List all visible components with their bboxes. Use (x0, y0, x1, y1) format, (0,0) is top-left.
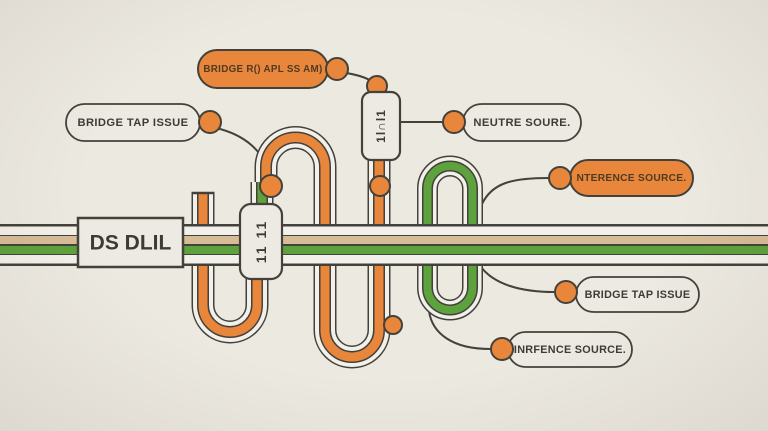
dot-bridge-r (325, 57, 349, 81)
orange-arch (254, 126, 337, 235)
orange-u-loop-2 (313, 158, 391, 369)
dot-nterence (548, 166, 572, 190)
pill-bridge-tap-top: BRIDGE TAP ISSUE (65, 103, 201, 142)
pill-neutre-label: NEUTRE SOURE. (473, 117, 570, 129)
splice-component: 11 11 (238, 202, 284, 281)
dot-filter-leg (369, 175, 391, 197)
orange-u-loop-1 (191, 191, 269, 344)
filter-component: 1l∩l1 (360, 90, 402, 162)
dot-bridge-tap-top (198, 110, 222, 134)
pill-bridge-r-label: BRIDGE R() APL SS AM) (203, 64, 322, 75)
dot-u-loop-2 (383, 315, 403, 335)
wire-inrfence (428, 310, 491, 350)
pill-bridge-tap-top-label: BRIDGE TAP ISSUE (77, 117, 188, 129)
ds-box-label: DS DLIL (90, 232, 172, 255)
dot-inrfence (490, 337, 514, 361)
dot-arch-leg (259, 174, 283, 198)
dot-neutre (442, 110, 466, 134)
wire-bridge-tap-bottom (480, 266, 555, 293)
ds-box: DS DLIL (76, 216, 185, 269)
cable-components: DS DLIL 11 11 1l∩l1 (76, 90, 402, 281)
cable-green-stripe (0, 245, 768, 255)
splice-ticks-label: 11 11 (253, 220, 269, 264)
wire-nterence (481, 177, 549, 205)
junction-dots (198, 57, 578, 361)
pill-inrfence-label: INRFENCE SOURCE. (514, 344, 626, 356)
pill-inrfence: INRFENCE SOURCE. (507, 331, 633, 368)
pill-bridge-r: BRIDGE R() APL SS AM) (197, 49, 329, 89)
pill-bridge-tap-bottom-label: BRIDGE TAP ISSUE (585, 289, 691, 301)
label-pills: BRIDGE TAP ISSUE BRIDGE R() APL SS AM) N… (65, 49, 700, 368)
dot-bridge-tap-bottom (554, 280, 578, 304)
pill-nterence: NTERENCE SOURCE. (569, 159, 694, 197)
pill-neutre: NEUTRE SOURE. (462, 103, 582, 142)
pill-nterence-label: NTERENCE SOURCE. (576, 173, 686, 184)
pill-bridge-tap-bottom: BRIDGE TAP ISSUE (575, 276, 700, 313)
filter-ticks-label: 1l∩l1 (374, 109, 388, 143)
cable-tan-stripe (0, 235, 768, 245)
